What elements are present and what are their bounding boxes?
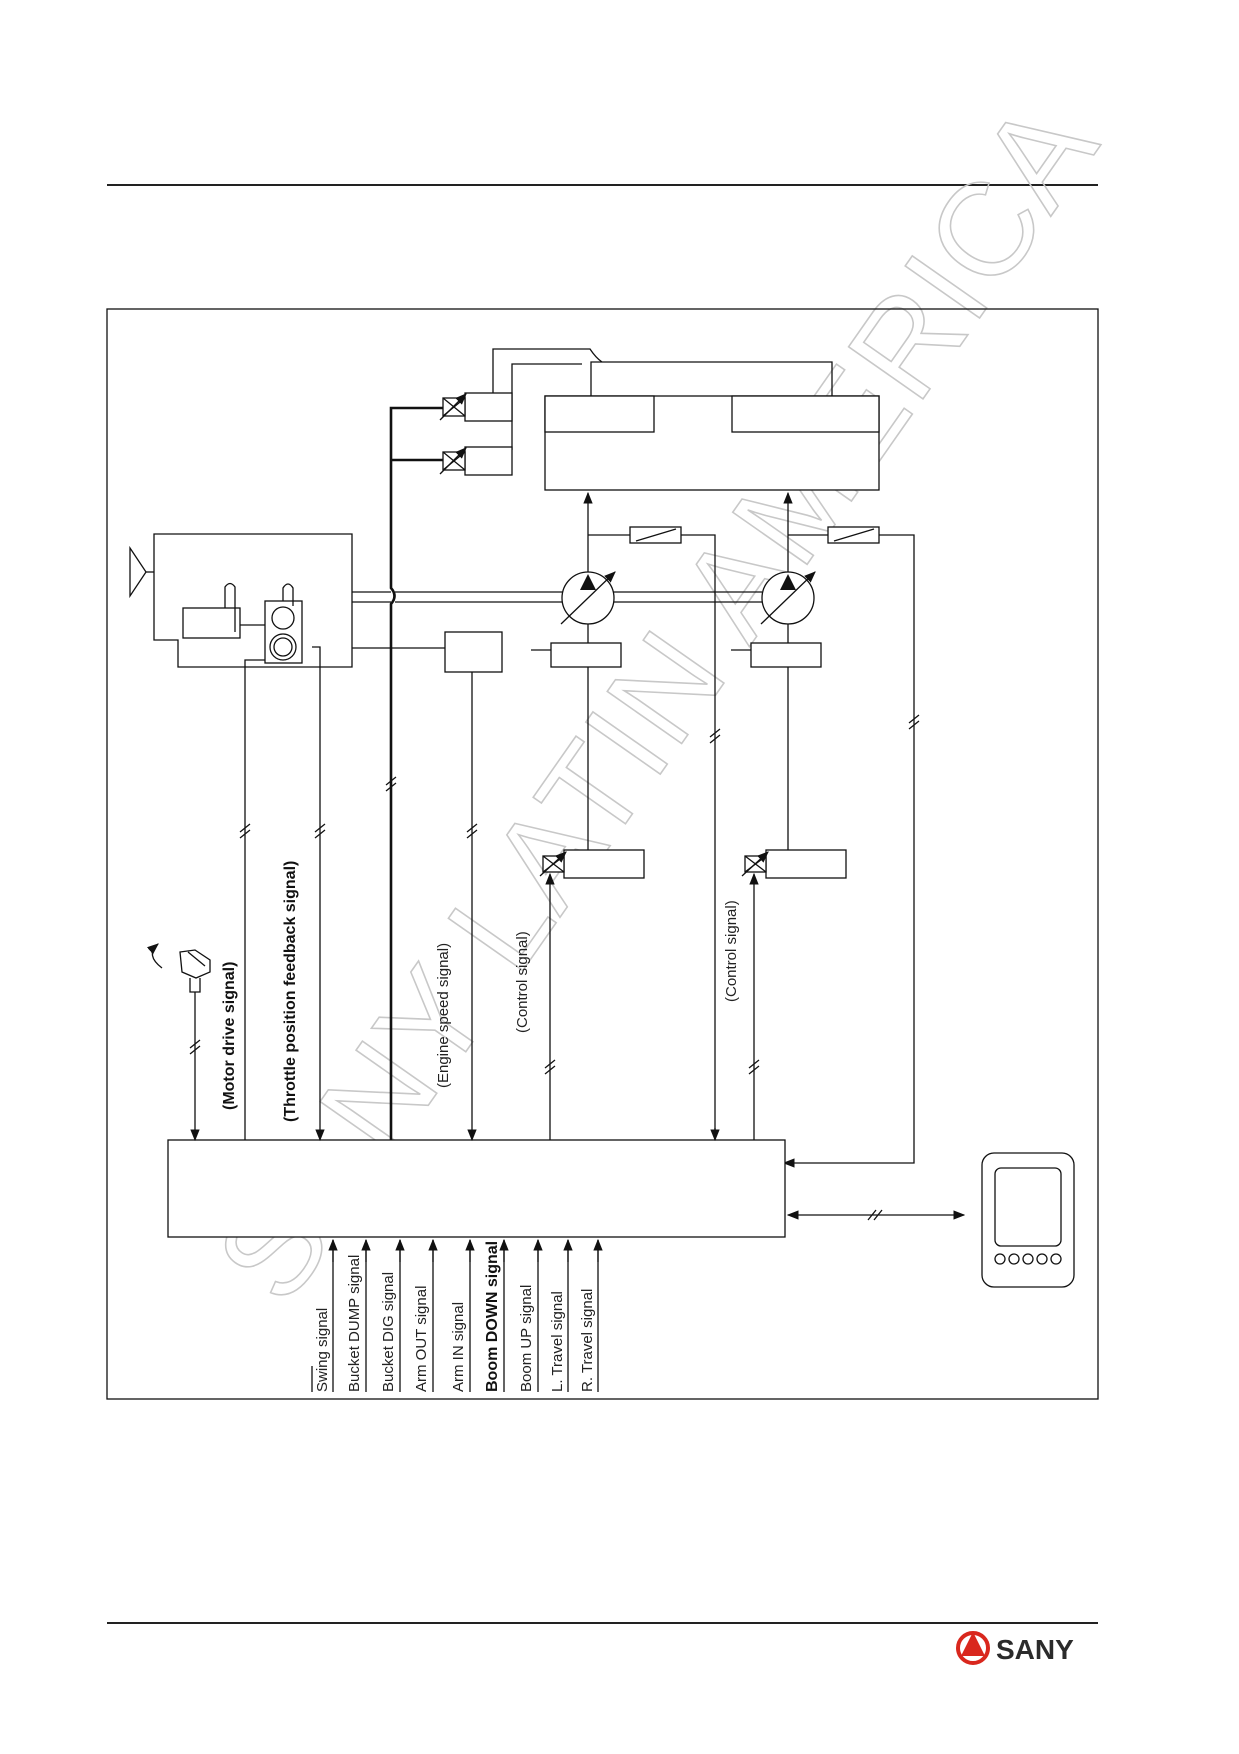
hydraulic-pump-1 [531,491,622,860]
signal-label: R. Travel signal [579,1289,596,1392]
motor-drive-label: (Motor drive signal) [221,962,238,1110]
fan-icon [129,545,154,599]
multi-wire-marks [189,714,920,1221]
engine [153,533,353,668]
signal-label: Bucket DUMP signal [346,1255,363,1392]
signal-label: Boom UP signal [518,1285,535,1392]
header-rule [107,184,1098,186]
sany-logo: SANY [956,1631,1074,1665]
solenoid-harness [389,406,443,1140]
signal-label: Arm OUT signal [413,1286,430,1392]
diagram-frame [106,308,1099,1400]
monitor-display [981,1152,1075,1288]
footer-rule [107,1622,1098,1624]
pressure-sensor-2 [784,526,915,1163]
hydraulic-pump-2 [731,491,822,860]
solenoid-valve-lower [439,446,513,476]
throttle-knob-icon [146,943,211,1142]
signal-label: L. Travel signal [549,1291,566,1392]
input-signal-group: Swing signal Bucket DUMP signal Bucket D… [311,1238,603,1392]
signal-label: Bucket DIG signal [380,1272,397,1392]
engine-speed-sensor [444,631,503,673]
control-signal-label-2: (Control signal) [723,900,740,1002]
proportional-valve-2 [741,849,847,879]
signal-label: Swing signal [314,1308,331,1392]
solenoid-valve-upper [439,392,513,422]
main-control-valve [492,348,880,491]
engine-speed-label: (Engine speed signal) [435,943,452,1088]
control-signal-label-1: (Control signal) [514,931,531,1033]
watermark: SANY LATIN AMERICA [188,75,1126,1326]
motor-drive-line [244,659,265,1140]
signal-label: Arm IN signal [450,1302,467,1392]
proportional-valve-1 [539,849,645,879]
controller-unit [167,1139,786,1238]
drive-shaft [352,591,762,603]
brand-name: SANY [996,1634,1074,1665]
throttle-feedback-line [312,646,325,1142]
pressure-sensor-1 [588,526,716,1140]
throttle-feedback-label: (Throttle position feedback signal) [282,861,299,1122]
signal-label: Boom DOWN signal [484,1241,501,1392]
